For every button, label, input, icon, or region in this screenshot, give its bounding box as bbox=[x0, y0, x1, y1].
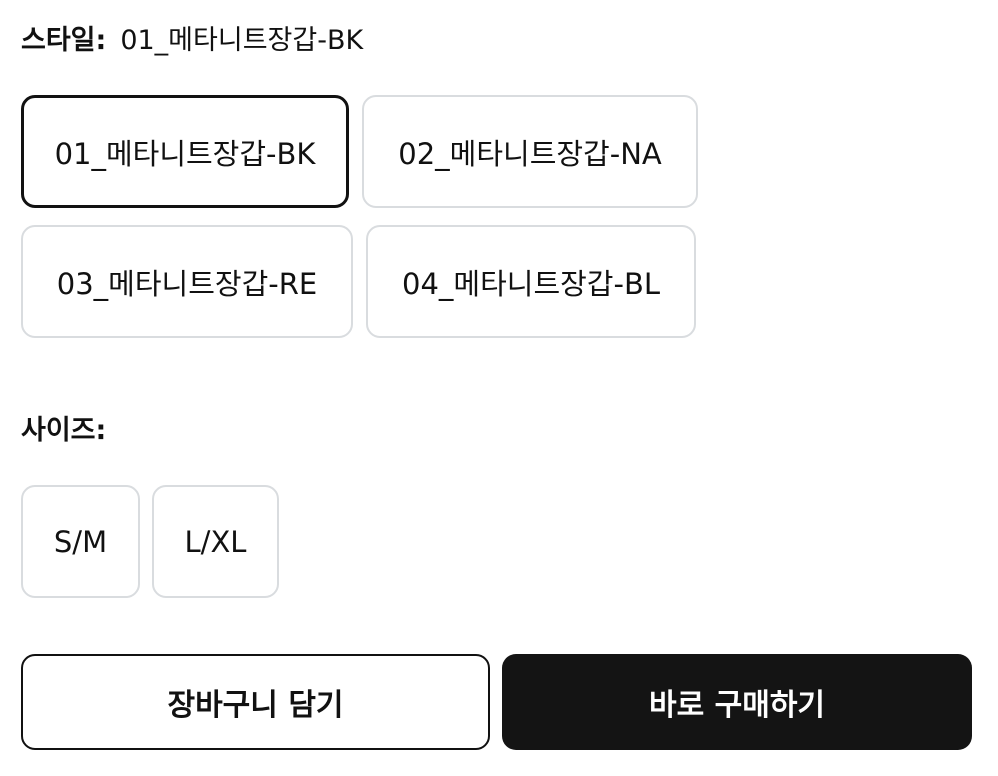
style-selected-value: 01_메타니트장갑-BK bbox=[120, 25, 364, 56]
style-option-label: 04_메타니트장갑-BL bbox=[402, 266, 660, 301]
size-option-lxl[interactable]: L/XL bbox=[152, 485, 279, 598]
style-option-04[interactable]: 04_메타니트장갑-BL bbox=[366, 225, 696, 338]
style-option-03[interactable]: 03_메타니트장갑-RE bbox=[21, 225, 353, 338]
add-to-cart-label: 장바구니 담기 bbox=[167, 688, 344, 723]
size-label-row: 사이즈: bbox=[21, 408, 120, 447]
add-to-cart-button[interactable]: 장바구니 담기 bbox=[21, 654, 490, 750]
style-option-01[interactable]: 01_메타니트장갑-BK bbox=[21, 95, 349, 208]
style-option-label: 02_메타니트장갑-NA bbox=[398, 136, 662, 171]
style-option-label: 03_메타니트장갑-RE bbox=[56, 266, 318, 301]
size-option-label: S/M bbox=[53, 524, 108, 559]
size-label: 사이즈: bbox=[21, 415, 107, 446]
size-option-sm[interactable]: S/M bbox=[21, 485, 140, 598]
buy-now-label: 바로 구매하기 bbox=[648, 688, 826, 723]
size-option-label: L/XL bbox=[184, 524, 247, 559]
style-label: 스타일: bbox=[21, 25, 107, 56]
style-option-label: 01_메타니트장갑-BK bbox=[54, 136, 316, 171]
style-label-row: 스타일: 01_메타니트장갑-BK bbox=[21, 18, 363, 57]
buy-now-button[interactable]: 바로 구매하기 bbox=[502, 654, 972, 750]
style-option-02[interactable]: 02_메타니트장갑-NA bbox=[362, 95, 698, 208]
